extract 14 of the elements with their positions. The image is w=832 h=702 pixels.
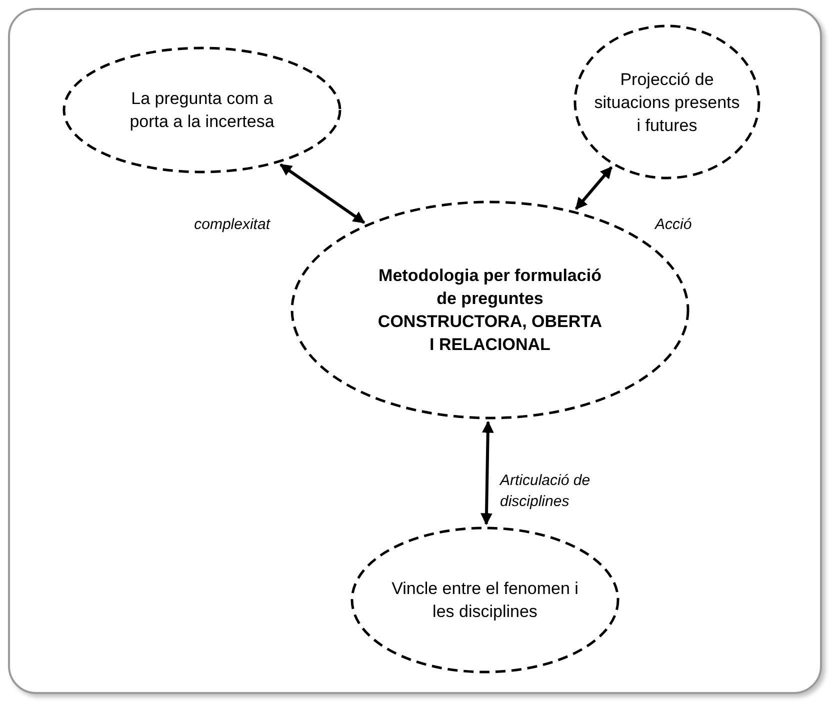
edge-label: Acció: [655, 215, 693, 235]
edge-label: complexitat: [193, 215, 270, 235]
double-arrow: [280, 163, 366, 224]
edge-label: Articulació de disciplines: [500, 471, 592, 512]
dashed-ellipse: [350, 526, 620, 674]
node-text: Vincle entre el fenomen i les disciplines: [390, 578, 580, 623]
node-text: Projecció de situacions presents i futures: [593, 68, 741, 136]
dashed-ellipse: [62, 46, 342, 174]
double-arrow: [574, 166, 613, 210]
double-arrow: [480, 420, 494, 526]
node-text: La pregunta com a porta a la incertesa: [128, 88, 276, 133]
dashed-ellipse: [290, 200, 690, 420]
dashed-ellipse: [573, 24, 761, 180]
node-text: Metodologia per formulació de preguntes CONSTRUCTORA, OBERTA I RELACIONAL: [376, 265, 604, 356]
